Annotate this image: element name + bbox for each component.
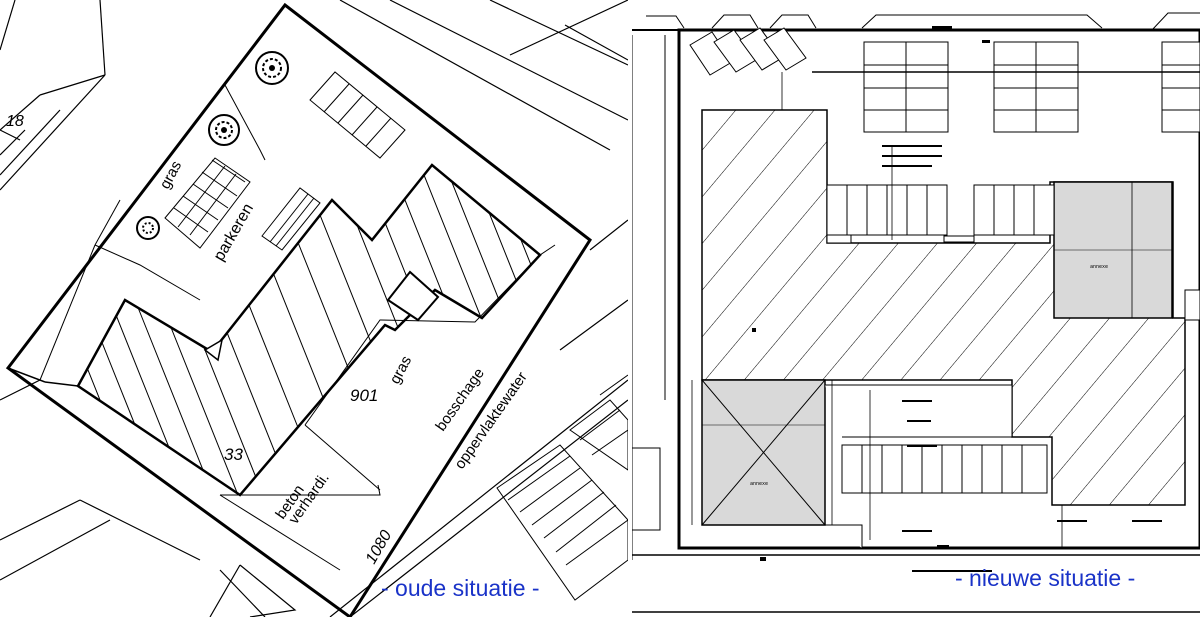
parking-middle (826, 184, 1055, 244)
dimension-lines (691, 72, 1133, 548)
parking-lower (825, 384, 1048, 548)
new-building: annexe annexe (701, 109, 1186, 526)
road-lines (0, 0, 628, 617)
new-situation-drawing: annexe annexe (632, 12, 1200, 613)
parking-angled (689, 27, 807, 76)
tree-icon (136, 216, 160, 240)
plot-number-1080: 1080 (363, 528, 396, 567)
panel-divider (628, 0, 632, 617)
old-situation-drawing: 18 gras parkeren gras 901 bosschage oppe… (0, 0, 628, 617)
caption-old-situation: - oude situatie - (381, 575, 540, 601)
label-parkeren: parkeren (211, 201, 257, 264)
svg-text:annexe: annexe (1090, 264, 1108, 270)
old-building (76, 163, 542, 497)
plot-number-18: 18 (6, 113, 24, 130)
new-situation-panel: annexe annexe (632, 0, 1200, 617)
parking-top (812, 41, 1200, 133)
old-situation-panel: 18 gras parkeren gras 901 bosschage oppe… (0, 0, 628, 617)
tree-icon (208, 114, 240, 146)
caption-new-situation: - nieuwe situatie - (955, 565, 1136, 591)
inner-areas (39, 84, 556, 571)
parking-rows-inside (164, 71, 406, 251)
plot-outline (5, 2, 593, 617)
parking-rows-outside (496, 374, 628, 601)
label-gras-top: gras (157, 158, 186, 192)
side-box-right (1184, 289, 1200, 321)
label-gras-right: gras (387, 353, 416, 387)
plot-number-33: 33 (224, 445, 243, 464)
tree-icon (255, 51, 289, 85)
dimension-marks (752, 26, 1162, 572)
svg-text:annexe: annexe (750, 481, 768, 487)
plot-number-901: 901 (350, 386, 378, 405)
side-box (632, 447, 661, 531)
